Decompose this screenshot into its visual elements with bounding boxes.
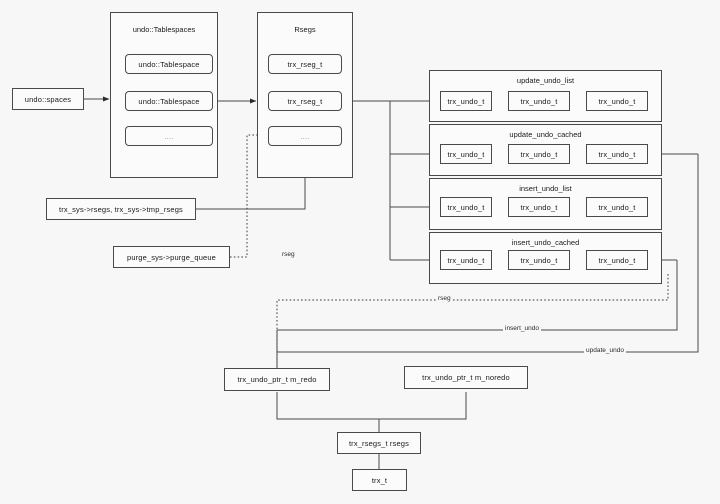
group-update-undo-list-title: update_undo_list: [516, 76, 575, 85]
node-trx-undo-t[interactable]: trx_undo_t: [440, 197, 492, 217]
edge-label-rseg-bottom: rseg: [436, 295, 453, 302]
node-trx-rseg-t-2-label: trx_rseg_t: [287, 96, 323, 106]
node-trx-undo-t-label: trx_undo_t: [520, 255, 558, 265]
node-undo-tablespace-2[interactable]: undo::Tablespace: [125, 91, 213, 111]
node-trx-undo-t-label: trx_undo_t: [520, 202, 558, 212]
node-trx-undo-t-label: trx_undo_t: [598, 202, 636, 212]
node-trx-t-label: trx_t: [371, 475, 388, 485]
node-trx-rseg-t-1-label: trx_rseg_t: [287, 59, 323, 69]
node-trx-undo-t-label: trx_undo_t: [447, 96, 485, 106]
node-undo-tablespace-ellipsis[interactable]: ....: [125, 126, 213, 146]
node-undo-tablespace-ellipsis-label: ....: [164, 131, 174, 141]
node-trx-undo-t[interactable]: trx_undo_t: [586, 144, 648, 164]
node-undo-tablespace-1-label: undo::Tablespace: [138, 59, 200, 69]
group-update-undo-cached-title: update_undo_cached: [509, 130, 582, 139]
node-trx-undo-t-label: trx_undo_t: [520, 96, 558, 106]
node-purge-queue[interactable]: purge_sys->purge_queue: [113, 246, 230, 268]
node-trx-undo-t-label: trx_undo_t: [598, 96, 636, 106]
node-trx-undo-t[interactable]: trx_undo_t: [440, 250, 492, 270]
node-trx-undo-ptr-m-noredo[interactable]: trx_undo_ptr_t m_noredo: [404, 366, 528, 389]
edge-purgequeue-to-rsegs: [230, 132, 264, 258]
node-trx-undo-t-label: trx_undo_t: [447, 255, 485, 265]
edge-insert-undo-path: [277, 260, 678, 331]
group-insert-undo-cached-title: insert_undo_cached: [511, 238, 580, 247]
edge-ptrs-join: [276, 392, 467, 420]
node-trx-rseg-t-2[interactable]: trx_rseg_t: [268, 91, 342, 111]
node-trx-rseg-t-ellipsis-label: ....: [300, 131, 310, 141]
node-trx-rseg-t-1[interactable]: trx_rseg_t: [268, 54, 342, 74]
edge-label-rseg-mid: rseg: [280, 251, 297, 258]
node-trx-undo-t[interactable]: trx_undo_t: [440, 144, 492, 164]
node-trx-sys-rsegs-label: trx_sys->rsegs, trx_sys->tmp_rsegs: [59, 204, 183, 214]
node-trx-undo-t[interactable]: trx_undo_t: [586, 197, 648, 217]
group-undo-tablespaces-title: undo::Tablespaces: [132, 25, 196, 34]
node-trx-undo-t-label: trx_undo_t: [598, 149, 636, 159]
node-trx-undo-ptr-m-noredo-label: trx_undo_ptr_t m_noredo: [422, 373, 510, 382]
node-trx-undo-ptr-m-redo-label: trx_undo_ptr_t m_redo: [237, 375, 317, 384]
edge-rseg-dotted: [276, 274, 669, 370]
node-trx-undo-t-label: trx_undo_t: [520, 149, 558, 159]
node-trx-undo-ptr-m-redo[interactable]: trx_undo_ptr_t m_redo: [224, 368, 330, 391]
node-trx-rsegs-t-rsegs[interactable]: trx_rsegs_t rsegs: [337, 432, 421, 454]
node-undo-spaces[interactable]: undo::spaces: [12, 88, 84, 110]
group-insert-undo-list-title: insert_undo_list: [519, 184, 572, 193]
node-trx-undo-t[interactable]: trx_undo_t: [508, 197, 570, 217]
node-trx-undo-t-label: trx_undo_t: [447, 202, 485, 212]
node-trx-undo-t[interactable]: trx_undo_t: [508, 250, 570, 270]
node-undo-tablespace-1[interactable]: undo::Tablespace: [125, 54, 213, 74]
node-trx-undo-t-label: trx_undo_t: [598, 255, 636, 265]
node-trx-rsegs-t-rsegs-label: trx_rsegs_t rsegs: [348, 438, 410, 448]
node-trx-undo-t-label: trx_undo_t: [447, 149, 485, 159]
node-undo-spaces-label: undo::spaces: [24, 94, 72, 104]
node-trx-rseg-t-ellipsis[interactable]: ....: [268, 126, 342, 146]
node-trx-undo-t[interactable]: trx_undo_t: [586, 250, 648, 270]
node-undo-tablespace-2-label: undo::Tablespace: [138, 96, 200, 106]
node-trx-t[interactable]: trx_t: [352, 469, 407, 491]
node-trx-undo-t[interactable]: trx_undo_t: [440, 91, 492, 111]
edge-label-update-undo: update_undo: [584, 347, 626, 354]
node-purge-queue-label: purge_sys->purge_queue: [127, 252, 216, 262]
node-trx-sys-rsegs[interactable]: trx_sys->rsegs, trx_sys->tmp_rsegs: [46, 198, 196, 220]
node-trx-undo-t[interactable]: trx_undo_t: [508, 144, 570, 164]
group-rsegs-title: Rsegs: [294, 25, 316, 34]
edge-update-undo-path: [277, 154, 699, 353]
node-trx-undo-t[interactable]: trx_undo_t: [508, 91, 570, 111]
edge-label-insert-undo: insert_undo: [503, 325, 541, 332]
node-trx-undo-t[interactable]: trx_undo_t: [586, 91, 648, 111]
